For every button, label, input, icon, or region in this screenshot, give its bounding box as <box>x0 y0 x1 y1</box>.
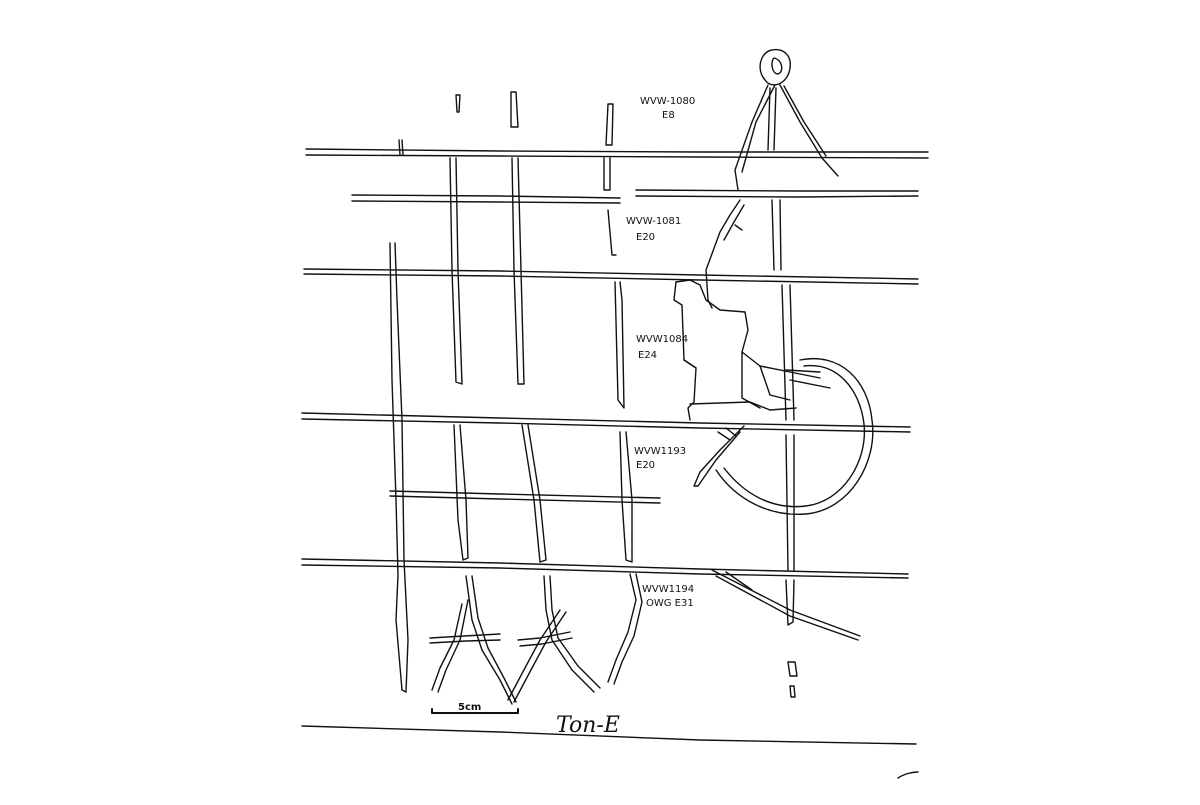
rail-2 <box>303 268 919 280</box>
stake-a <box>398 139 404 156</box>
label-1080-line1: WVW-1080 <box>640 96 695 107</box>
stake-c <box>510 91 519 128</box>
large-arc <box>715 357 874 516</box>
label-1193-line2: E20 <box>636 460 655 471</box>
rail-3b <box>389 490 661 499</box>
stake-head-loop <box>734 48 839 191</box>
label-1084-line1: WVW1084 <box>636 334 688 345</box>
label-1194: WVW1194 OWG E31 <box>642 584 694 609</box>
label-1084: WVW1084 E24 <box>636 334 688 361</box>
fragment-group <box>673 199 831 421</box>
label-1193: WVW1193 E20 <box>634 446 686 471</box>
horizontal-rails <box>301 148 929 745</box>
label-1081-line2: E20 <box>636 232 655 243</box>
label-1194-line1: WVW1194 <box>642 584 694 595</box>
corner-mark <box>897 771 919 779</box>
drawing-title: Ton-E <box>556 713 620 738</box>
label-1081: WVW-1081 E20 <box>626 216 681 243</box>
stake-d <box>605 103 614 146</box>
stake-e <box>767 87 777 151</box>
stake-b <box>455 94 461 113</box>
label-1080: WVW-1080 E8 <box>640 96 695 121</box>
rail-4 <box>301 558 909 575</box>
diagonal-lines-br <box>711 569 861 641</box>
crossed-stakes <box>429 573 643 705</box>
vertical-stakes <box>389 87 798 698</box>
label-1084-line2: E24 <box>638 350 657 361</box>
scale-bar <box>431 708 519 714</box>
scale-label: 5cm <box>458 702 481 713</box>
label-1193-line1: WVW1193 <box>634 446 686 457</box>
arc-diagonal-fragment <box>693 425 745 487</box>
rail-1b <box>351 194 621 199</box>
label-1081-line1: WVW-1081 <box>626 216 681 227</box>
label-1194-line2: OWG E31 <box>646 598 694 609</box>
rail-3 <box>301 412 911 428</box>
label-1080-line2: E8 <box>662 110 675 121</box>
rail-5 <box>301 725 917 745</box>
